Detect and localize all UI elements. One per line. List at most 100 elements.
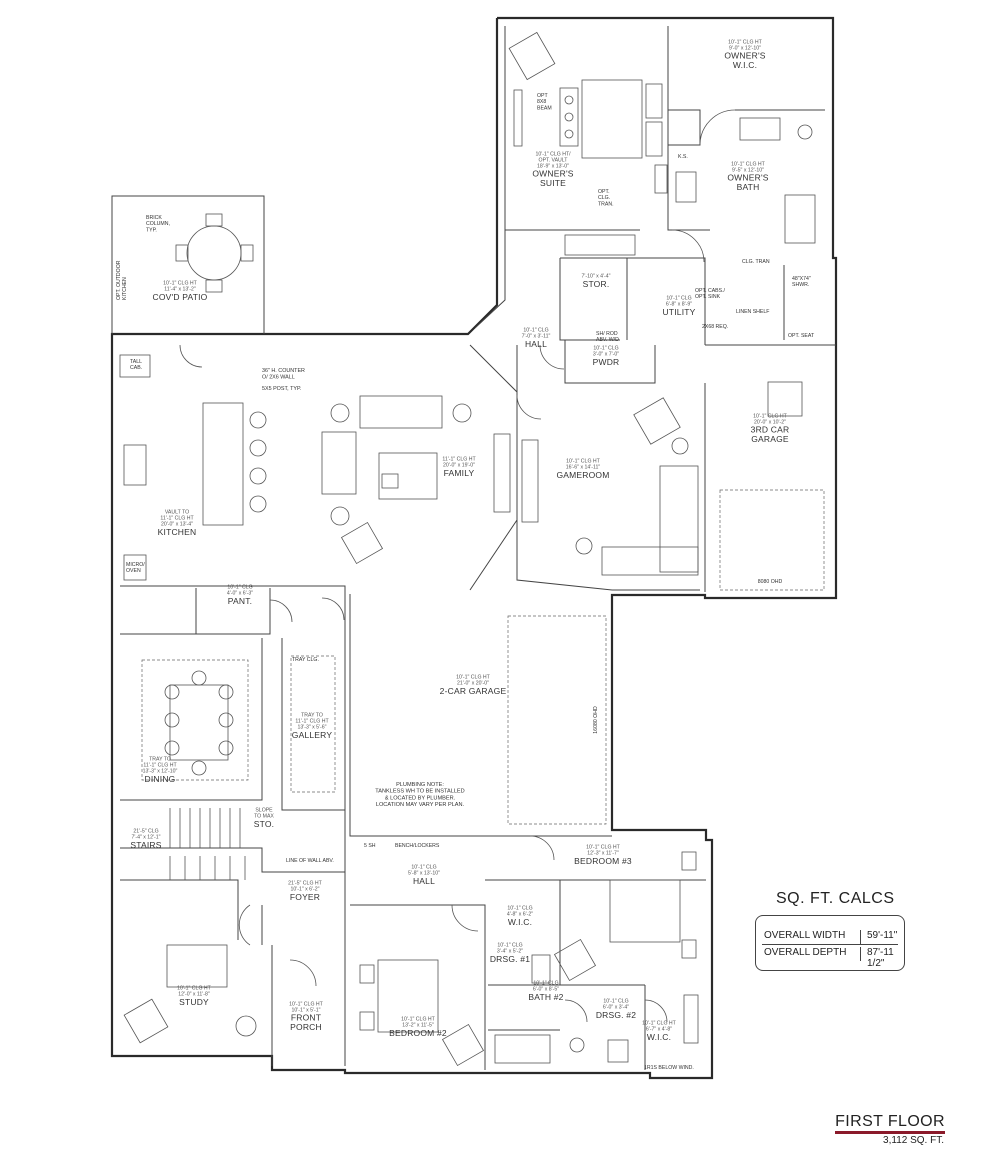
room-name-line: STAIRS [130,840,161,850]
note-outdoor-kitchen: OPT. OUTDOORKITCHEN [116,260,128,300]
room-dimension-line: 10'-1" CLG HT [289,1001,324,1007]
note-line: OVEN [126,568,141,574]
room-dimension-line: OPT. VAULT [539,157,569,163]
note-line: KITCHEN [122,277,128,300]
note-line: O/ 2X6 WALL [262,375,295,381]
room-dimension-line: 20'-0" x 10'-2" [754,419,786,425]
room-name-line: HALL [413,876,435,886]
overall-width-value: 59'-11" [860,930,897,944]
note-line: 2X68 REQ. [702,324,728,330]
room-dimension-line: 7'-4" x 12'-1" [131,835,160,841]
note-line: LOCATION MAY VARY PER PLAN. [376,802,465,808]
room-dimension-line: 4'-0" x 6'-3" [227,591,253,597]
note-line: TRAN. [598,202,614,208]
note-clg-tran: CLG. TRAN [742,259,770,265]
note-line: OPT. [598,189,610,195]
note-line: OPT. CABS./ [695,288,726,294]
room-dimension-line: 10'-1" CLG HT [586,845,621,851]
room-name-line: OWNER'S [532,169,573,179]
note-line: SH/ ROD [596,331,618,337]
note-linen-shelf: LINEN SHELF [736,309,769,315]
room-name-line: OWNER'S [724,51,765,61]
room-dimension-line: VAULT TO [165,510,189,516]
note-line: 5 SH [364,843,376,849]
room-dimension-line: 5'-8" x 13'-10" [408,871,440,877]
note-line: LINEN SHELF [736,309,769,315]
room-name-line: FRONT [291,1013,321,1023]
room-dimension-line: 7'-0" x 3'-11" [522,334,551,340]
note-line: SHWR. [792,282,809,288]
room-dimension-line: SLOPE [255,808,273,814]
room-dimension-line: 9'-0" x 12'-10" [729,45,761,51]
room-dimension-line: 10'-1" CLG HT [566,459,601,465]
note-line: 5X5 POST, TYP. [262,386,301,392]
note-bench-lockers: BENCH/LOCKERS [395,843,440,849]
note-line: 8X8 [537,99,546,105]
note-opt-cabs: OPT. CABS./OPT. SINK [695,288,726,300]
note-line: TANKLESS WH TO BE INSTALLED [375,789,464,795]
note-plumbing: PLUMBING NOTE:TANKLESS WH TO BE INSTALLE… [375,782,464,808]
room-dimension-line: TO MAX [254,814,274,820]
room-dimension-line: 20'-0" x 19'-0" [443,463,475,469]
room-dimension-line: 12'-3" x 11'-7" [587,851,619,857]
room-dimension-line: 21'-5" CLG [133,829,158,835]
note-line: TALL [130,359,142,365]
note-line: 36" H. COUNTER [262,368,305,374]
room-name-line: GALLERY [292,730,333,740]
room-name-line: STO. [254,819,274,829]
room-name-line: W.I.C. [508,917,532,927]
note-line: CAB. [130,365,142,371]
room-dimension-line: 21'-0" x 20'-0" [457,681,489,687]
note-5sh: 5 SH [364,843,376,849]
room-dimension-line: TRAY TO [301,713,323,719]
room-dimension-line: 10'-1" CLG HT [456,675,491,681]
room-dimension-line: 6'-0" x 3'-4" [603,1005,629,1011]
room-name-line: DRSG. #1 [490,954,530,964]
note-line: PLUMBING NOTE: [396,782,444,788]
room-dimension-line: 13'-3" x 5'-6" [297,725,326,731]
room-dimension-line: 9'-5" x 12'-10" [732,167,764,173]
room-dimension-line: 20'-0" x 13'-4" [161,522,193,528]
note-8080-ohd: 8080 OHD [758,579,783,585]
note-line: MICRO/ [126,562,145,568]
room-name-line: PWDR [593,357,620,367]
overall-width-label: OVERALL WIDTH [764,930,846,941]
calc-divider [762,944,898,945]
note-16080-ohd: 16080 OHD [593,706,599,734]
room-name-line: 3RD CAR [751,425,790,435]
room-dimension-line: 3'-4" x 5'-2" [497,949,523,955]
room-dimension-line: 10'-1" CLG HT [177,986,212,992]
room-dimension-line: 10'-1" CLG HT [728,39,763,45]
room-name-line: PANT. [228,596,252,606]
note-line: OPT. SINK [695,294,721,300]
room-dimension-line: 12'-0" x 11'-8" [178,992,210,998]
room-dimension-line: 10'-1" CLG HT/ [535,151,571,157]
plan-notes: PLUMBING NOTE:TANKLESS WH TO BE INSTALLE… [116,93,815,1071]
room-name-line: BATH #2 [528,992,563,1002]
room-name-line: COV'D PATIO [153,292,208,302]
room-dimension-line: 10'-1" CLG [533,981,558,987]
room-dimension-line: 11'-4" x 13'-2" [164,287,196,293]
note-line: K.S. [678,154,688,160]
room-dimension-line: 11'-1" CLG HT [160,516,194,522]
floor-title: FIRST FLOOR [835,1113,945,1134]
room-dimension-line: 10'-1" CLG [523,328,548,334]
room-dimension-line: 10'-1" CLG [227,585,252,591]
room-dimension-line: 10'-1" CLG [497,943,522,949]
overall-width-row: OVERALL WIDTH 59'-11" [764,930,900,946]
note-line-of-wall: LINE OF WALL ABV. [286,858,334,864]
room-name-line: W.I.C. [733,60,757,70]
room-dimension-line: 11'-1" CLG HT [295,719,329,725]
